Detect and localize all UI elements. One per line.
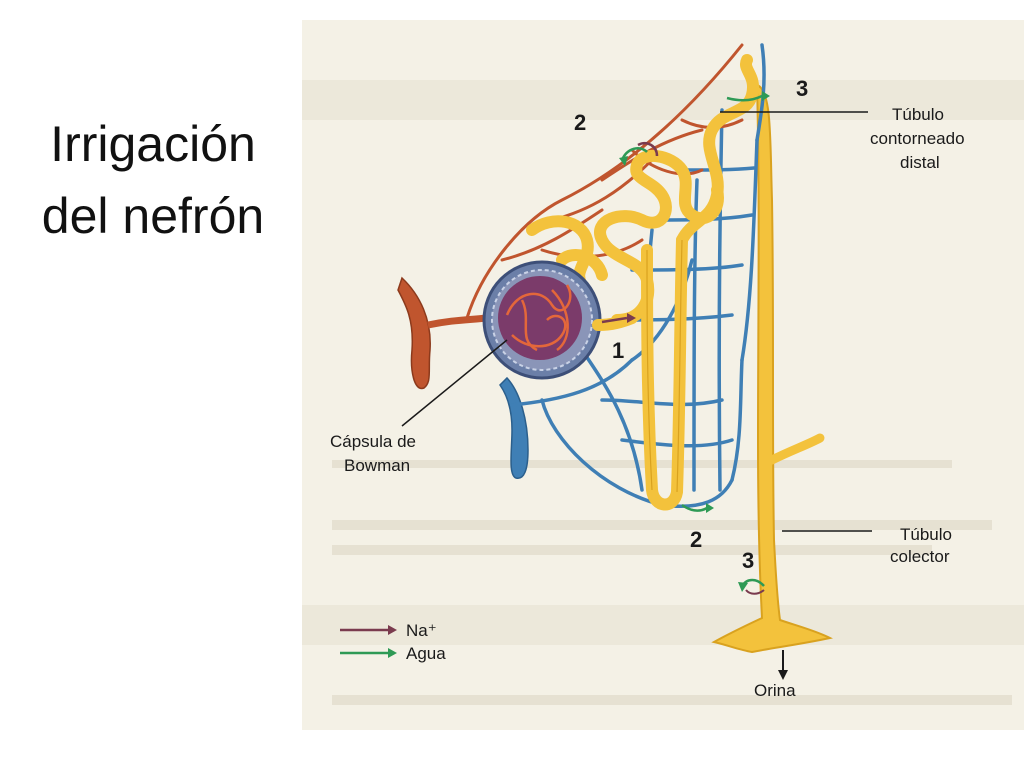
arrow-site-1 <box>601 313 636 324</box>
legend-water: Agua <box>340 644 446 663</box>
peritubular-capillaries <box>510 43 766 508</box>
slide-title-line-1: Irrigación <box>50 116 256 172</box>
slide-title-line-2: del nefrón <box>41 188 265 244</box>
number-3-bottom: 3 <box>742 548 754 573</box>
label-collecting-2: colector <box>890 547 950 566</box>
afferent-arteriole <box>427 314 488 329</box>
tubule-outlines <box>646 239 683 493</box>
collecting-duct <box>711 83 833 654</box>
label-bowman-1: Cápsula de <box>330 432 416 451</box>
number-1: 1 <box>612 338 624 363</box>
collecting-duct-branch <box>767 433 825 465</box>
label-collecting-1: Túbulo <box>900 525 952 544</box>
legend-water-label: Agua <box>406 644 446 663</box>
nephron-figure: 1 2 2 3 3 Túbulo contorneado distal Cáps… <box>302 20 1024 730</box>
slide-title: Irrigación del nefrón <box>18 108 288 252</box>
nephron-diagram: 1 2 2 3 3 Túbulo contorneado distal Cáps… <box>302 20 1024 730</box>
glomerulus <box>505 284 572 352</box>
arrow-site-3-top <box>726 91 770 102</box>
leader-bowman <box>401 339 508 427</box>
label-urine: Orina <box>754 681 796 700</box>
label-distal-tubule-3: distal <box>900 153 940 172</box>
renal-artery <box>397 276 431 390</box>
label-bowman-2: Bowman <box>344 456 410 475</box>
number-2-bottom: 2 <box>690 527 702 552</box>
arrow-site-2-bottom <box>681 503 714 513</box>
number-2-top: 2 <box>574 110 586 135</box>
legend: Na⁺ Agua <box>340 621 446 663</box>
arrow-site-2-top <box>619 141 659 166</box>
legend-sodium: Na⁺ <box>340 621 437 640</box>
number-3-top: 3 <box>796 76 808 101</box>
label-distal-tubule-1: Túbulo <box>892 105 944 124</box>
urine-arrow <box>778 650 788 680</box>
bowman-capsule <box>482 260 602 380</box>
label-distal-tubule-2: contorneado <box>870 129 965 148</box>
arrow-site-3-bottom <box>738 578 765 595</box>
legend-sodium-label: Na⁺ <box>406 621 437 640</box>
renal-vein <box>499 376 529 479</box>
